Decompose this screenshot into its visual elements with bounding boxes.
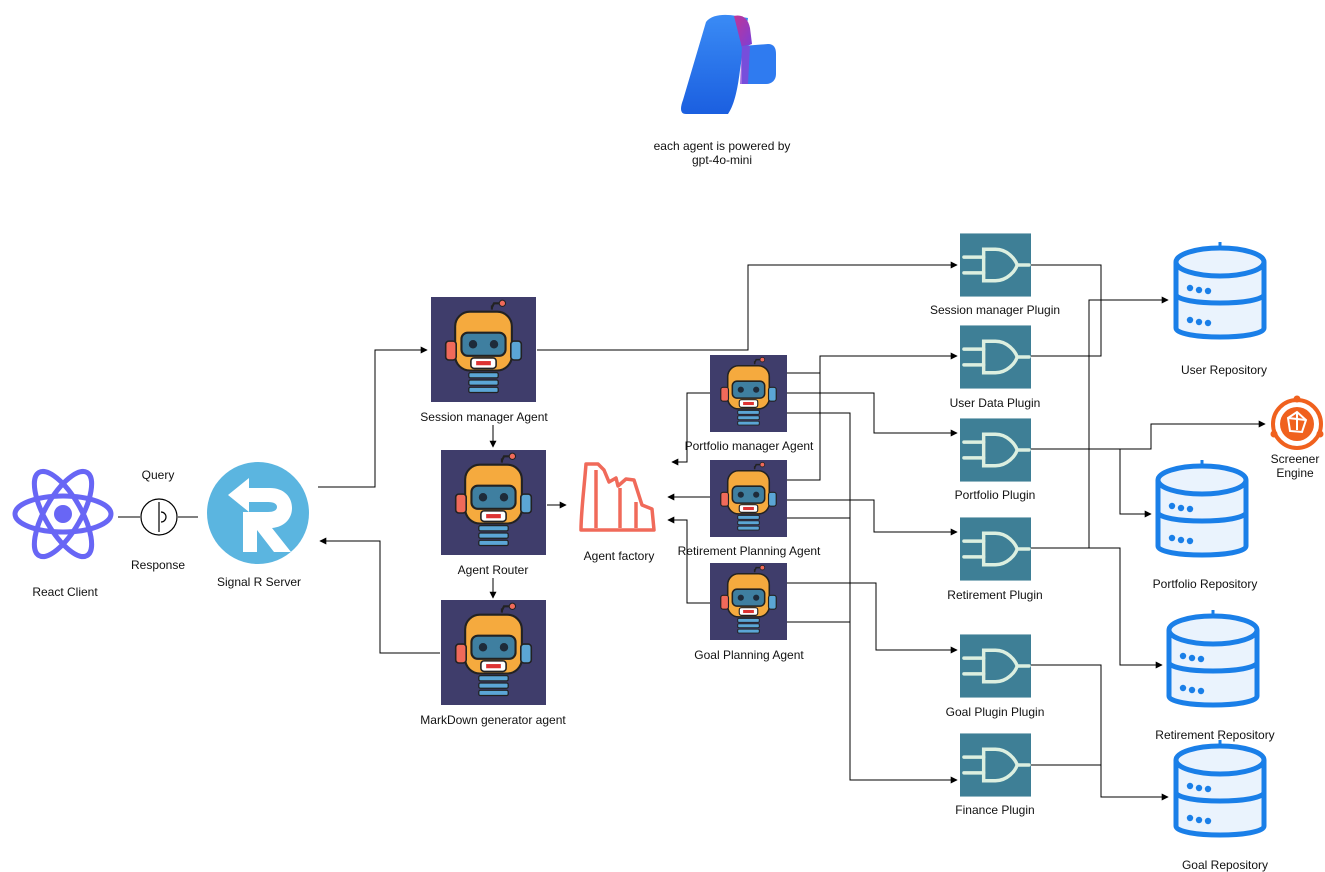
retirement-plugin-icon	[960, 517, 1031, 581]
user-repository-label: User Repository	[1180, 363, 1268, 377]
portfolio-plugin-label: Portfolio Plugin	[954, 488, 1036, 502]
screener-globe-icon	[1270, 395, 1324, 450]
copilot-logo-icon	[681, 14, 776, 115]
retirement-planning-agent-icon	[710, 460, 787, 537]
user-repository-icon	[1176, 242, 1264, 337]
agent-router-icon	[440, 450, 547, 555]
screener-engine-label-2: Engine	[1276, 466, 1314, 480]
agent-router-label: Agent Router	[457, 563, 529, 577]
user-data-plugin-label: User Data Plugin	[949, 396, 1041, 410]
retirement-repository-label: Retirement Repository	[1155, 728, 1275, 742]
goal-repository-icon	[1176, 740, 1264, 835]
goal-plugin-label: Goal Plugin Plugin	[945, 705, 1045, 719]
goal-planning-agent-label: Goal Planning Agent	[694, 648, 804, 662]
finance-plugin-label: Finance Plugin	[955, 803, 1035, 817]
goal-plugin-icon	[960, 634, 1031, 698]
signalr-icon	[207, 462, 309, 564]
session-manager-plugin-icon	[960, 233, 1031, 297]
portfolio-repository-icon	[1158, 460, 1246, 555]
markdown-agent-label: MarkDown generator agent	[420, 713, 566, 727]
session-manager-agent-label: Session manager Agent	[420, 410, 548, 424]
portfolio-manager-agent-icon	[710, 355, 787, 432]
session-manager-agent-icon	[430, 297, 537, 402]
connectors	[118, 261, 1266, 801]
user-data-plugin-icon	[960, 325, 1031, 389]
retirement-planning-agent-label: Retirement Planning Agent	[677, 544, 821, 558]
react-atom-icon	[12, 468, 114, 560]
agent-factory-label: Agent factory	[583, 549, 655, 563]
caption-line-1: each agent is powered by	[653, 139, 791, 153]
markdown-agent-icon	[440, 600, 547, 705]
finance-plugin-icon	[960, 733, 1031, 797]
goal-planning-agent-icon	[710, 563, 787, 640]
signalr-server-label: Signal R Server	[216, 575, 302, 589]
react-client-label: React Client	[32, 585, 98, 599]
interface-circle-icon	[140, 498, 178, 536]
portfolio-repository-label: Portfolio Repository	[1152, 577, 1258, 591]
factory-icon	[579, 462, 656, 532]
screener-engine-label-1: Screener	[1270, 452, 1320, 466]
caption-line-2: gpt-4o-mini	[691, 153, 753, 167]
retirement-repository-icon	[1169, 610, 1257, 705]
session-manager-plugin-label: Session manager Plugin	[929, 303, 1061, 317]
goal-repository-label: Goal Repository	[1181, 858, 1269, 872]
portfolio-plugin-icon	[960, 418, 1031, 482]
response-label: Response	[130, 558, 186, 572]
portfolio-manager-agent-label: Portfolio manager Agent	[684, 439, 814, 453]
query-label: Query	[141, 468, 175, 482]
retirement-plugin-label: Retirement Plugin	[947, 588, 1043, 602]
